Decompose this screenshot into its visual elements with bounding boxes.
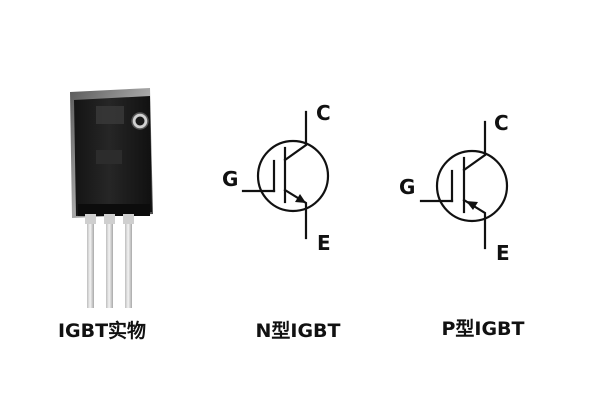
igbt-package-photo [70,88,153,308]
package-lead-1 [87,216,94,308]
package-lead-2 [106,216,113,308]
caption-photo: IGBT实物 [58,319,146,342]
p-type-igbt-symbol: C G E [399,111,510,265]
n-emitter-label: E [317,231,331,255]
caption-p-type: P型IGBT [441,317,524,340]
package-lead-3 [125,216,132,308]
collector-path [283,110,308,162]
n-gate-label: G [222,167,238,191]
emitter-arrow [295,194,306,203]
n-type-igbt-symbol: C G E [222,101,331,255]
symbol-circle [435,149,509,223]
package-marking [96,150,122,164]
caption-n-type: N型IGBT [255,319,340,342]
p-gate-label: G [399,175,415,199]
emitter-path [283,188,308,240]
p-emitter-label: E [496,241,510,265]
symbol-circle [256,139,330,213]
emitter-arrow [466,201,478,210]
n-collector-label: C [316,101,331,125]
p-collector-label: C [494,111,509,135]
collector-path [462,120,487,172]
